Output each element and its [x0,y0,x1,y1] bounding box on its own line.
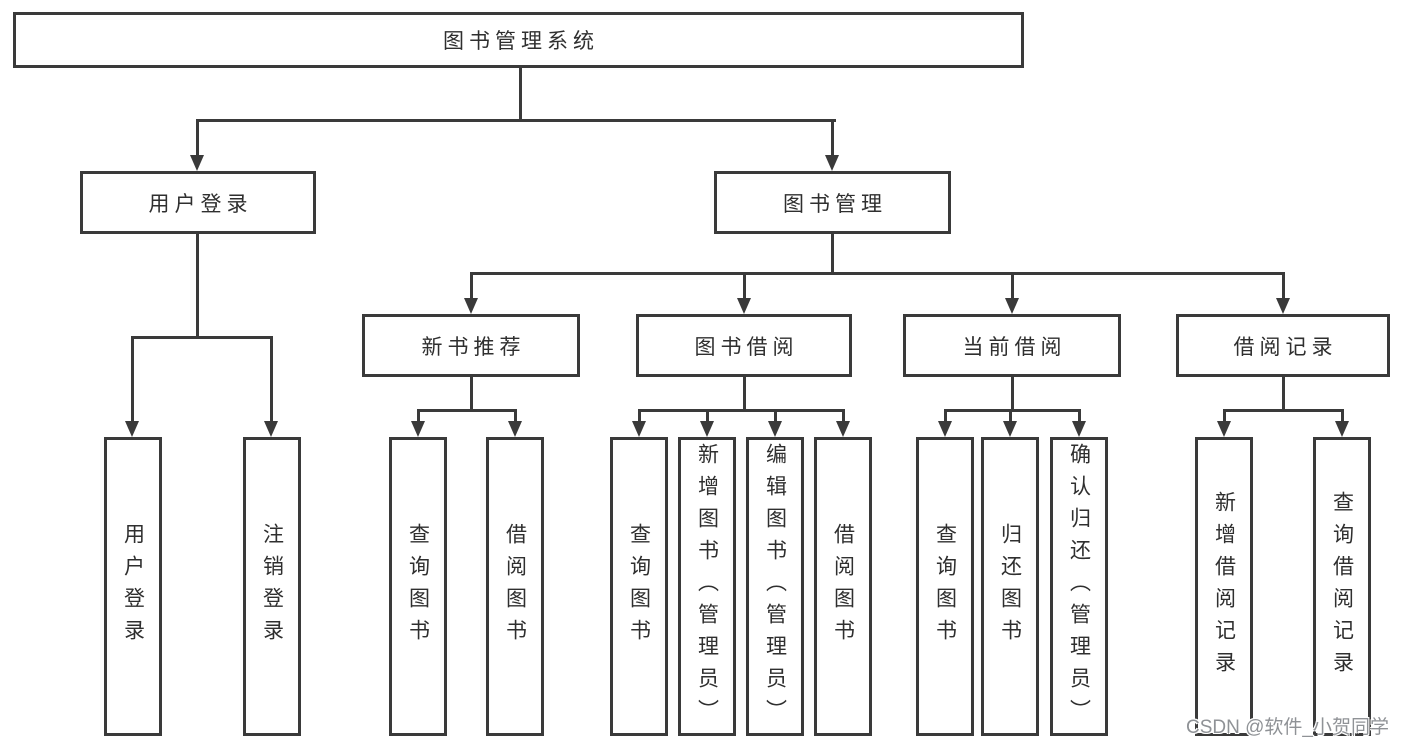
leaf-query-borrow-record-label: 查询借阅记录 [1330,490,1354,683]
connector-line [743,377,746,409]
leaf-borrow-books-label: 借阅图书 [831,522,855,651]
connector-line [131,336,273,339]
connector-line [470,272,1284,275]
arrow-down-icon [1217,421,1231,437]
connector-line [196,119,836,122]
arrow-down-icon [1003,421,1017,437]
connector-line [519,68,522,119]
arrow-down-icon [1276,298,1290,314]
connector-line [638,409,641,423]
arrow-down-icon [737,298,751,314]
leaf-user-login: 用户登录 [104,437,162,736]
connector-line [131,336,134,422]
connector-line [1282,272,1285,300]
leaf-borrow-books: 借阅图书 [814,437,872,736]
node-new-book-recommend-label: 新书推荐 [421,335,526,359]
connector-line [842,409,845,423]
leaf-query-books-borrow: 查询图书 [610,437,668,736]
connector-line [944,409,1081,412]
leaf-return-books-label: 归还图书 [998,522,1022,651]
node-borrow-records: 借阅记录 [1176,314,1390,377]
arrow-down-icon [264,421,278,437]
arrow-down-icon [190,155,204,171]
connector-line [831,234,834,272]
leaf-add-books-admin-label: 新增图书（管理员） [695,442,719,731]
arrow-down-icon [464,298,478,314]
connector-line [1009,409,1012,423]
leaf-edit-books-admin: 编辑图书（管理员） [746,437,804,736]
node-root: 图书管理系统 [13,12,1024,68]
leaf-confirm-return-admin: 确认归还（管理员） [1050,437,1108,736]
connector-line [831,119,834,157]
node-current-borrow: 当前借阅 [903,314,1121,377]
connector-line [743,272,746,300]
leaf-add-borrow-record-label: 新增借阅记录 [1212,490,1236,683]
connector-line [1341,409,1344,423]
leaf-edit-books-admin-label: 编辑图书（管理员） [763,442,787,731]
arrow-down-icon [836,421,850,437]
leaf-query-books-recommend-label: 查询图书 [406,522,430,651]
leaf-logout-login-label: 注销登录 [260,522,284,651]
arrow-down-icon [125,421,139,437]
connector-line [1011,272,1014,300]
leaf-query-books-current: 查询图书 [916,437,974,736]
connector-line [417,409,517,412]
connector-line [706,409,709,423]
node-book-borrow: 图书借阅 [636,314,852,377]
node-new-book-recommend: 新书推荐 [362,314,580,377]
connector-line [470,377,473,409]
arrow-down-icon [825,155,839,171]
arrow-down-icon [1072,421,1086,437]
node-book-management-label: 图书管理 [783,192,887,216]
leaf-user-login-label: 用户登录 [121,522,145,651]
connector-line [1223,409,1226,423]
node-current-borrow-label: 当前借阅 [962,335,1067,359]
leaf-query-books-recommend: 查询图书 [389,437,447,736]
node-borrow-records-label: 借阅记录 [1233,335,1338,359]
node-book-management: 图书管理 [714,171,951,234]
leaf-confirm-return-admin-label: 确认归还（管理员） [1067,442,1091,731]
node-user-login-label: 用户登录 [148,192,253,216]
leaf-add-books-admin: 新增图书（管理员） [678,437,736,736]
arrow-down-icon [700,421,714,437]
connector-line [1282,377,1285,409]
leaf-add-borrow-record: 新增借阅记录 [1195,437,1253,736]
csdn-watermark: CSDN @软件_小贺同学 [1186,717,1389,738]
leaf-borrow-books-recommend: 借阅图书 [486,437,544,736]
connector-line [514,409,517,423]
leaf-borrow-books-recommend-label: 借阅图书 [503,522,527,651]
leaf-query-books-borrow-label: 查询图书 [627,522,651,651]
leaf-return-books: 归还图书 [981,437,1039,736]
connector-line [270,336,273,422]
connector-line [470,272,473,300]
arrow-down-icon [632,421,646,437]
connector-line [196,119,199,157]
node-book-borrow-label: 图书借阅 [694,335,799,359]
arrow-down-icon [411,421,425,437]
node-user-login: 用户登录 [80,171,316,234]
connector-line [1223,409,1344,412]
arrow-down-icon [938,421,952,437]
connector-line [774,409,777,423]
arrow-down-icon [1335,421,1349,437]
connector-line [638,409,845,412]
connector-line [1078,409,1081,423]
leaf-logout-login: 注销登录 [243,437,301,736]
connector-line [417,409,420,423]
leaf-query-books-current-label: 查询图书 [933,522,957,651]
connector-line [944,409,947,423]
arrow-down-icon [1005,298,1019,314]
connector-line [196,234,199,336]
leaf-query-borrow-record: 查询借阅记录 [1313,437,1371,736]
arrow-down-icon [508,421,522,437]
connector-line [1011,377,1014,409]
arrow-down-icon [768,421,782,437]
node-root-label: 图书管理系统 [443,30,599,53]
